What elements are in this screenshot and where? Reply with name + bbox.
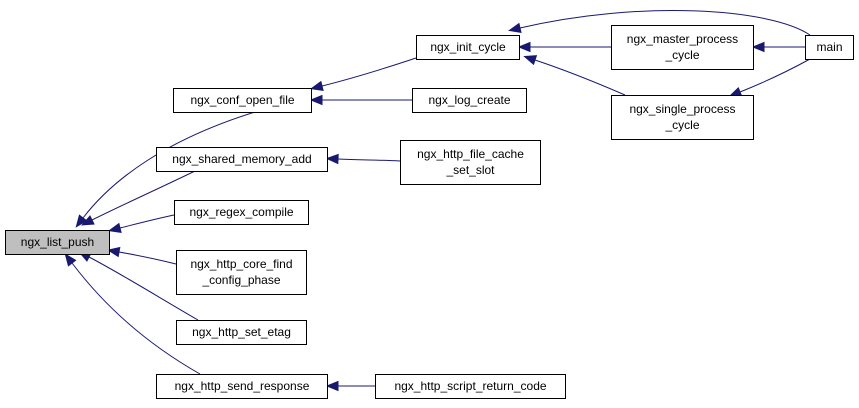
- arrowhead-ngx-init-cycle: [508, 22, 522, 33]
- node-box: [156, 374, 328, 399]
- arrowhead-ngx-shared-memory-add: [325, 153, 339, 165]
- node-ngx-single-process-cycle[interactable]: ngx_single_process _cycle: [611, 95, 754, 140]
- node-ngx-http-script-return-code[interactable]: ngx_http_script_return_code: [375, 374, 566, 399]
- node-ngx-init-cycle[interactable]: ngx_init_cycle: [416, 35, 520, 60]
- node-ngx-shared-memory-add[interactable]: ngx_shared_memory_add: [156, 147, 328, 172]
- arrowhead-ngx-init-cycle: [523, 55, 538, 66]
- node-box: [375, 374, 566, 399]
- edge-ngx-http-set-etag-to-ngx-list-push: [88, 256, 199, 321]
- node-box: [176, 320, 307, 345]
- edge-ngx-http-send-response-to-ngx-list-push: [71, 262, 201, 375]
- node-label: ngx_shared_memory_add: [172, 152, 311, 166]
- node-label: ngx_master_process: [627, 32, 738, 46]
- edge-ngx-shared-memory-add-to-ngx-list-push: [91, 170, 196, 221]
- arrowhead-ngx-list-push: [108, 222, 122, 233]
- node-box: [805, 35, 854, 60]
- node-box: [176, 250, 307, 295]
- node-label: ngx_init_cycle: [430, 40, 506, 54]
- arrowhead-ngx-http-send-response: [325, 380, 339, 392]
- node-label: ngx_conf_open_file: [190, 93, 294, 107]
- arrowhead-ngx-init-cycle: [517, 41, 531, 53]
- node-main[interactable]: main: [805, 35, 854, 60]
- node-box: [611, 25, 754, 70]
- node-label: ngx_http_send_response: [175, 379, 310, 393]
- nodes-layer: ngx_list_push ngx_conf_open_file ngx_share…: [5, 25, 854, 399]
- node-label: ngx_regex_compile: [189, 205, 293, 219]
- edge-ngx-http-core-find-config-phase-to-ngx-list-push: [118, 251, 177, 265]
- node-ngx-http-file-cache-set-slot[interactable]: ngx_http_file_cache _set_slot: [400, 140, 541, 185]
- node-label: _set_slot: [445, 163, 495, 177]
- edge-ngx-conf-open-file-to-ngx-list-push: [82, 111, 256, 219]
- node-label: _cycle: [664, 118, 699, 132]
- arrowhead-ngx-list-push: [75, 214, 88, 228]
- arrowhead-ngx-conf-open-file: [309, 94, 323, 106]
- arrowhead-ngx-list-push: [106, 246, 121, 258]
- edge-main-to-ngx-single-process-cycle: [739, 58, 811, 93]
- edge-ngx-regex-compile-to-ngx-list-push: [119, 214, 175, 229]
- node-box: [412, 88, 527, 113]
- node-box: [400, 140, 541, 185]
- node-ngx-regex-compile[interactable]: ngx_regex_compile: [174, 200, 309, 225]
- node-box: [416, 35, 520, 60]
- node-ngx-list-push: ngx_list_push: [5, 230, 110, 255]
- node-ngx-http-send-response[interactable]: ngx_http_send_response: [156, 374, 328, 399]
- node-box: [611, 95, 754, 140]
- node-label: _cycle: [664, 48, 699, 62]
- node-ngx-conf-open-file[interactable]: ngx_conf_open_file: [173, 88, 312, 113]
- node-label: ngx_http_script_return_code: [394, 379, 546, 393]
- arrowhead-ngx-conf-open-file: [310, 80, 324, 91]
- node-box: [174, 200, 309, 225]
- arrowhead-ngx-single-process-cycle: [728, 86, 743, 97]
- node-label: ngx_http_file_cache: [417, 147, 524, 161]
- edge-ngx-http-file-cache-set-slot-to-ngx-shared-memory-add: [337, 158, 401, 162]
- node-label: ngx_log_create: [428, 93, 510, 107]
- node-ngx-http-core-find-config-phase[interactable]: ngx_http_core_find _config_phase: [176, 250, 307, 295]
- arrowhead-ngx-list-push: [80, 215, 95, 226]
- node-label: _config_phase: [201, 273, 280, 287]
- edges-layer: [64, 10, 811, 392]
- node-ngx-http-set-etag[interactable]: ngx_http_set_etag: [176, 320, 307, 345]
- arrowhead-ngx-list-push: [64, 253, 77, 267]
- node-ngx-master-process-cycle[interactable]: ngx_master_process _cycle: [611, 25, 754, 70]
- node-box: [156, 147, 328, 172]
- edge-ngx-init-cycle-to-ngx-conf-open-file: [321, 57, 417, 87]
- node-label: ngx_list_push: [21, 235, 94, 249]
- edge-main-to-ngx-init-cycle: [519, 10, 811, 36]
- node-label: main: [816, 40, 842, 54]
- node-label: ngx_http_core_find: [190, 257, 292, 271]
- node-box: [5, 230, 110, 255]
- node-ngx-log-create[interactable]: ngx_log_create: [412, 88, 527, 113]
- node-label: ngx_single_process: [629, 102, 735, 116]
- edge-ngx-single-process-cycle-to-ngx-init-cycle: [534, 59, 626, 96]
- arrowhead-ngx-master-process-cycle: [751, 41, 765, 53]
- node-label: ngx_http_set_etag: [192, 325, 291, 339]
- node-box: [173, 88, 312, 113]
